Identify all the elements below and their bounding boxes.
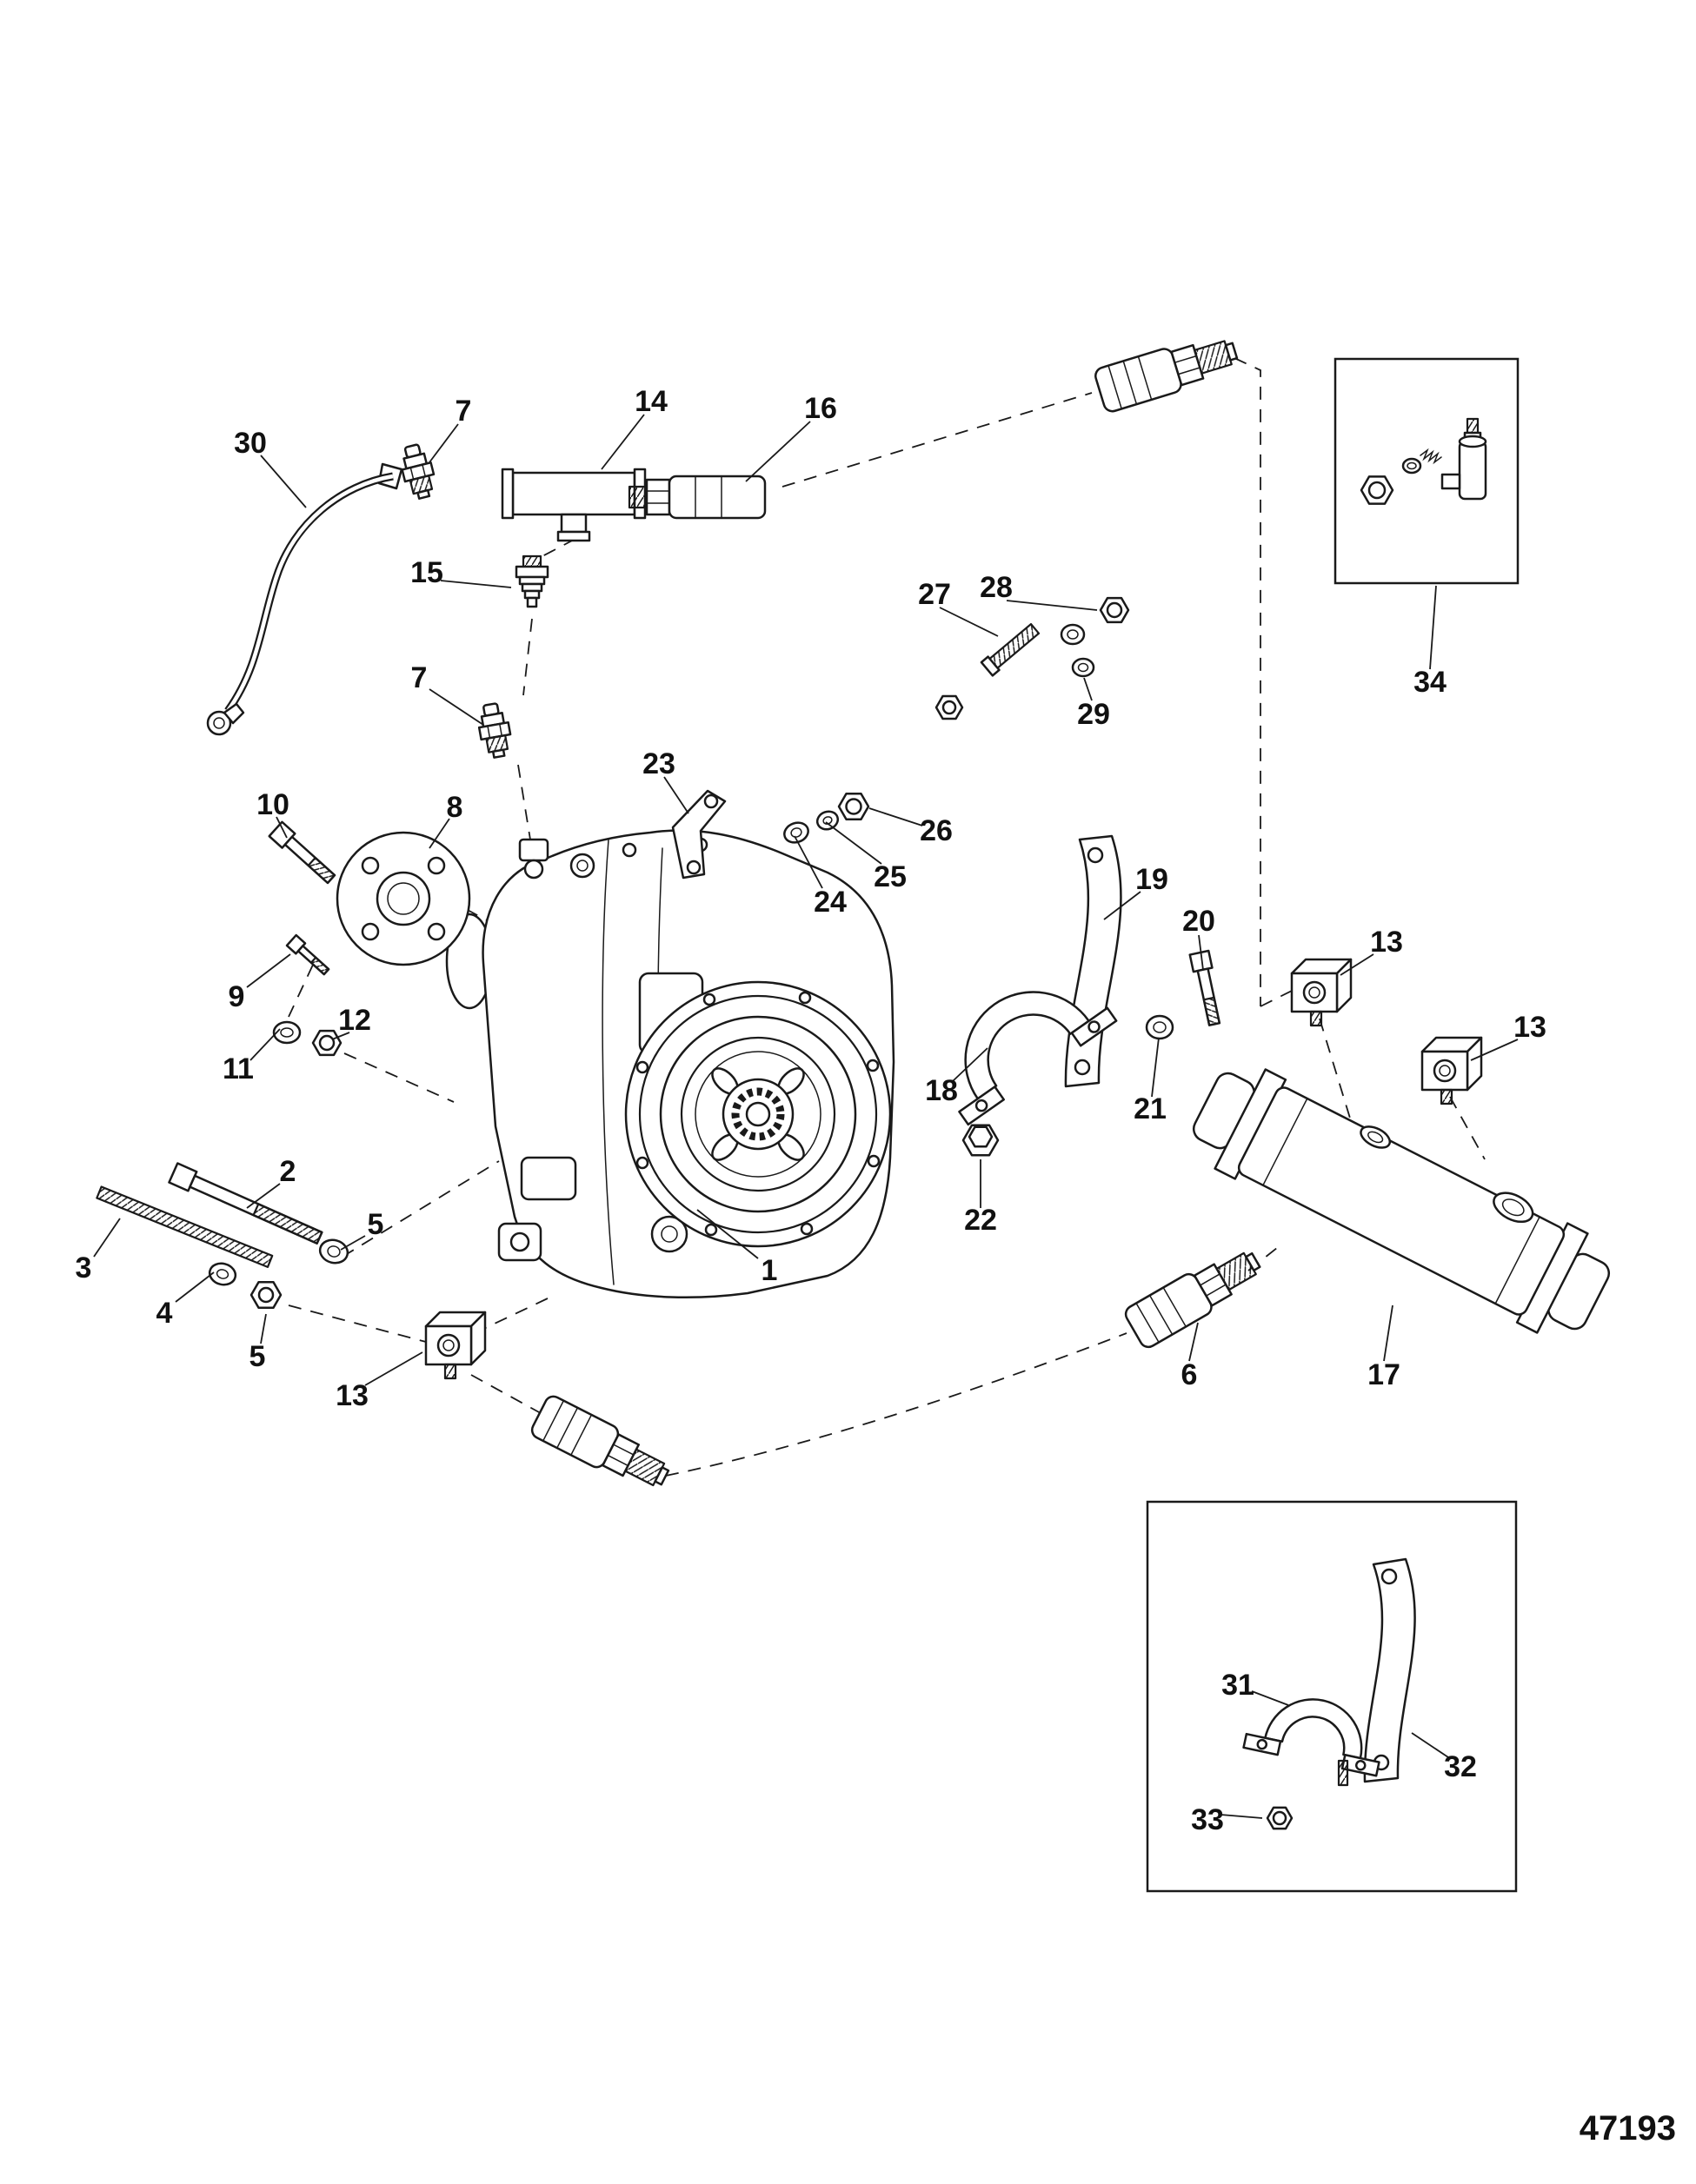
hardware-cluster-27-29 [934, 596, 1130, 720]
callout-1: 1 [762, 1254, 778, 1287]
callout-24: 24 [814, 886, 847, 919]
callout-13b: 13 [1513, 1011, 1546, 1044]
bracket-23 [671, 789, 727, 880]
inset-box-bottom [1146, 1500, 1518, 1893]
sensor-cable [206, 462, 403, 736]
nut-26 [837, 793, 870, 820]
callout-labels: 30 7 14 16 34 15 27 28 29 7 23 26 25 24 … [76, 385, 1546, 1836]
callout-4: 4 [156, 1297, 173, 1330]
callout-15: 15 [410, 556, 443, 589]
callout-32: 32 [1444, 1750, 1477, 1783]
callout-13: 13 [1370, 926, 1403, 959]
bolt-2 [168, 1162, 323, 1245]
output-coupler [624, 980, 892, 1248]
nut-5 [249, 1281, 283, 1309]
stud-3 [96, 1185, 274, 1269]
callout-5: 5 [368, 1208, 384, 1241]
callout-25: 25 [874, 860, 907, 893]
plug-22 [961, 1124, 1000, 1157]
oil-cooler-17 [1192, 1068, 1611, 1334]
callout-33: 33 [1191, 1803, 1224, 1836]
callout-11: 11 [223, 1052, 254, 1085]
barb-fitting-15 [515, 554, 549, 608]
callout-17: 17 [1367, 1358, 1400, 1391]
nut-33 [1266, 1806, 1294, 1830]
washer-5 [318, 1238, 349, 1265]
callout-27: 27 [918, 578, 951, 611]
nut-12 [311, 1029, 343, 1057]
callout-10: 10 [256, 788, 289, 821]
bolt-20 [1188, 949, 1221, 1026]
hose-fitting-16 [628, 475, 767, 520]
washer-4 [208, 1262, 237, 1286]
callout-14: 14 [635, 385, 668, 418]
callout-21: 21 [1134, 1092, 1167, 1125]
callout-3: 3 [76, 1251, 92, 1285]
callout-22: 22 [964, 1204, 997, 1237]
washers-24-25 [783, 810, 840, 844]
callout-23: 23 [642, 747, 675, 780]
screw-9 [285, 933, 330, 976]
callout-2: 2 [280, 1155, 296, 1188]
callout-28: 28 [980, 571, 1013, 604]
clamp-18 [958, 991, 1118, 1126]
callout-29: 29 [1077, 698, 1110, 731]
callout-19: 19 [1135, 863, 1168, 896]
callout-30: 30 [234, 427, 267, 460]
washer-11 [272, 1020, 302, 1045]
bolt-10 [268, 820, 336, 885]
callout-16: 16 [804, 392, 837, 425]
callout-26: 26 [920, 814, 953, 847]
callout-5b: 5 [249, 1340, 266, 1373]
flange-8 [336, 831, 471, 966]
callout-6: 6 [1181, 1358, 1198, 1391]
callout-31: 31 [1221, 1669, 1254, 1702]
callout-12: 12 [338, 1004, 371, 1037]
figure-number: 47193 [1580, 2109, 1676, 2147]
clamp-31 [1242, 1698, 1380, 1777]
callout-20: 20 [1182, 905, 1215, 938]
washer-21 [1145, 1014, 1174, 1040]
callout-34: 34 [1413, 666, 1447, 699]
inset-box-34 [1334, 357, 1520, 585]
callout-7: 7 [456, 395, 472, 428]
callout-13c: 13 [336, 1379, 369, 1412]
callout-18: 18 [925, 1074, 958, 1107]
transmission-housing [445, 829, 895, 1299]
callout-8: 8 [447, 791, 463, 824]
callout-9: 9 [229, 980, 245, 1013]
callout-7b: 7 [411, 661, 428, 694]
leader-lines [93, 414, 1519, 1819]
